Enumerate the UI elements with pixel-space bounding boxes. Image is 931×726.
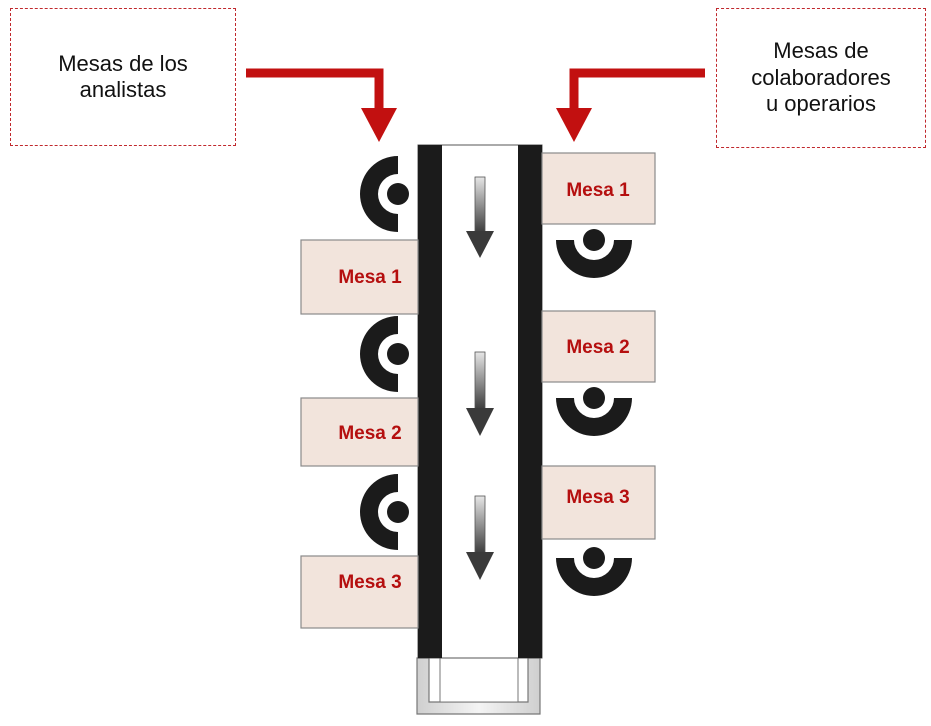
callout-analysts: Mesas de los analistas xyxy=(10,8,236,146)
belt-right-rail xyxy=(518,145,542,658)
right-desk-2: Mesa 2 xyxy=(541,310,656,383)
callout-collaborators-text: Mesas de colaboradores u operarios xyxy=(751,38,891,117)
output-tray xyxy=(416,657,541,715)
flow-arrow-2 xyxy=(466,351,494,436)
callout-analysts-text: Mesas de los analistas xyxy=(58,50,188,102)
left-desk-3-label: Mesa 3 xyxy=(338,572,401,593)
right-worker-2-icon xyxy=(556,387,632,436)
belt-left-rail xyxy=(418,145,442,658)
analysts-pointer-arrow xyxy=(246,68,397,142)
left-worker-3-icon xyxy=(360,474,409,550)
flow-arrow-3 xyxy=(466,495,494,580)
callout-collaborators: Mesas de colaboradores u operarios xyxy=(716,8,926,148)
collaborators-pointer-arrow xyxy=(556,68,705,142)
left-desk-1: Mesa 1 xyxy=(300,239,419,315)
right-desk-1-label: Mesa 1 xyxy=(566,180,630,201)
right-desk-2-label: Mesa 2 xyxy=(566,337,629,358)
left-worker-1-icon xyxy=(360,156,409,232)
left-worker-2-icon xyxy=(360,316,409,392)
flow-arrow-1 xyxy=(466,176,494,258)
left-desk-1-label: Mesa 1 xyxy=(338,267,402,288)
right-desk-3: Mesa 3 xyxy=(541,465,656,540)
left-desk-2: Mesa 2 xyxy=(300,397,419,467)
right-desk-3-label: Mesa 3 xyxy=(566,487,629,508)
right-desk-1: Mesa 1 xyxy=(541,152,656,225)
left-desk-3: Mesa 3 xyxy=(300,555,419,629)
left-desk-2-label: Mesa 2 xyxy=(338,423,401,444)
right-worker-3-icon xyxy=(556,547,632,596)
right-worker-1-icon xyxy=(556,229,632,278)
